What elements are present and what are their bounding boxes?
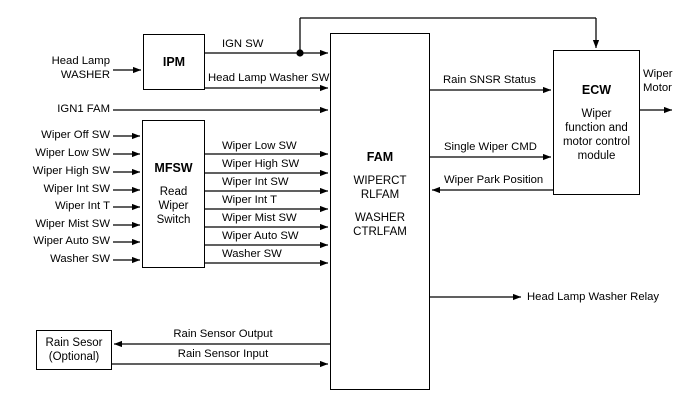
block-fam-sub-line1: WIPERCT — [353, 175, 407, 187]
block-mfsw-sub-line2: Wiper — [158, 200, 189, 212]
label-wiper-motor: Wiper Motor — [643, 68, 695, 95]
block-ecw-sub-line4: module — [577, 149, 616, 162]
label-wiper-motor-line1: Wiper — [643, 68, 673, 80]
label-rain-sensor-output: Rain Sensor Output — [173, 328, 273, 340]
label-mfsw-input-wiper-off-sw: Wiper Off SW — [41, 129, 110, 141]
label-wiper-park-position: Wiper Park Position — [444, 174, 544, 186]
label-ign-sw: IGN SW — [222, 38, 264, 50]
label-mfsw-output-wiper-int-sw: Wiper Int SW — [222, 176, 289, 188]
block-ecw-sub-line2: function and — [565, 121, 628, 134]
block-rain-sensor-line1: Rain Sesor — [45, 337, 103, 349]
label-mfsw-input-wiper-int-t: Wiper Int T — [54, 200, 110, 212]
block-ecw-sub-line3: motor control — [562, 135, 631, 148]
block-ipm[interactable]: IPM — [143, 34, 205, 90]
label-head-lamp-washer-input: Head Lamp WASHER — [0, 55, 110, 82]
label-mfsw-input-washer-sw: Washer SW — [50, 253, 110, 265]
label-mfsw-output-wiper-low-sw: Wiper Low SW — [222, 140, 297, 152]
block-ecw-title: ECW — [581, 82, 612, 97]
block-ecw-sub-line1: Wiper — [581, 107, 612, 120]
label-mfsw-input-wiper-mist-sw: Wiper Mist SW — [35, 218, 110, 230]
block-fam-sub-line3: WASHER — [354, 212, 406, 224]
label-head-lamp-washer-input-line1: Head Lamp — [51, 55, 110, 67]
block-fam-sub-line2: RLFAM — [360, 189, 400, 201]
label-mfsw-input-wiper-high-sw: Wiper High SW — [32, 165, 110, 177]
label-rain-sensor-input: Rain Sensor Input — [177, 348, 269, 360]
label-mfsw-output-wiper-int-t: Wiper Int T — [222, 194, 278, 206]
label-head-lamp-washer-relay: Head Lamp Washer Relay — [527, 291, 660, 303]
label-rain-snsr-status: Rain SNSR Status — [443, 74, 536, 86]
label-ign1-fam: IGN1 FAM — [57, 103, 110, 115]
block-ecw[interactable]: ECW Wiper function and motor control mod… — [553, 50, 640, 195]
block-fam[interactable]: FAM WIPERCT RLFAM WASHER CTRLFAM — [330, 33, 430, 390]
label-mfsw-output-washer-sw: Washer SW — [222, 248, 282, 260]
label-mfsw-output-wiper-auto-sw: Wiper Auto SW — [222, 230, 299, 242]
block-mfsw[interactable]: MFSW Read Wiper Switch — [142, 120, 205, 268]
block-rain-sensor[interactable]: Rain Sesor (Optional) — [36, 330, 112, 370]
label-head-lamp-washer-sw: Head Lamp Washer SW — [208, 72, 330, 84]
block-fam-title: FAM — [366, 150, 394, 164]
block-rain-sensor-line2: (Optional) — [48, 351, 100, 363]
label-mfsw-output-wiper-mist-sw: Wiper Mist SW — [222, 212, 297, 224]
label-single-wiper-cmd: Single Wiper CMD — [444, 141, 537, 153]
block-mfsw-title: MFSW — [154, 161, 193, 175]
block-mfsw-sub-line3: Switch — [156, 214, 191, 226]
label-head-lamp-washer-input-line2: WASHER — [60, 68, 110, 81]
label-mfsw-output-wiper-high-sw: Wiper High SW — [222, 158, 300, 170]
block-fam-sub-line4: CTRLFAM — [353, 226, 407, 238]
label-mfsw-input-wiper-low-sw: Wiper Low SW — [35, 147, 110, 159]
block-mfsw-sub-line1: Read — [159, 186, 188, 198]
label-mfsw-input-wiper-int-sw: Wiper Int SW — [43, 183, 110, 195]
label-wiper-motor-line2: Motor — [643, 81, 672, 94]
block-ipm-title: IPM — [162, 54, 186, 69]
label-mfsw-input-wiper-auto-sw: Wiper Auto SW — [33, 235, 110, 247]
